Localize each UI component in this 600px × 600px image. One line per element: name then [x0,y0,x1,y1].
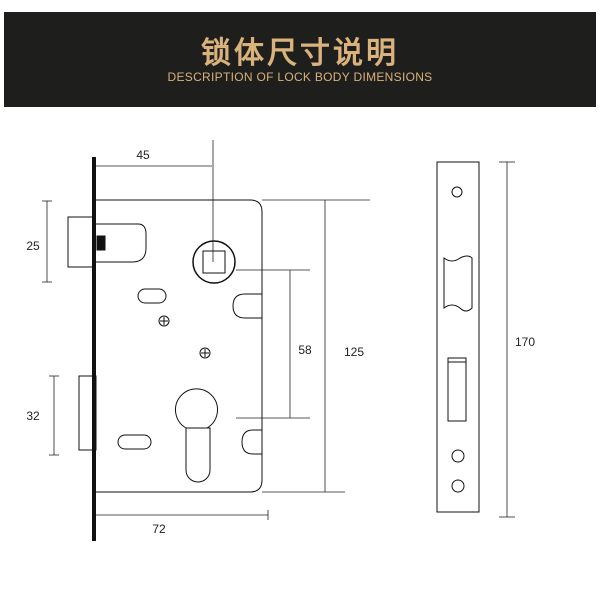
page-subtitle: DESCRIPTION OF LOCK BODY DIMENSIONS [167,70,433,84]
dim-label-bolt-height: 32 [26,409,40,423]
header-banner: 锁体尺寸说明 DESCRIPTION OF LOCK BODY DIMENSIO… [4,12,596,107]
faceplate [436,161,480,513]
slot-upper-left [137,288,167,304]
latch-stop [96,235,106,251]
slot-lower-right [241,429,262,455]
dim-label-backset: 45 [136,148,150,162]
screw-lower [199,347,211,359]
body-outline [96,199,263,493]
dim-label-latch-height: 25 [26,239,40,253]
deadbolt [78,375,97,451]
slot-lower-left [117,434,152,450]
faceplate-latch-opening [443,255,473,312]
faceplate-dimension [499,161,515,518]
spindle-square [202,250,226,274]
page-title: 锁体尺寸说明 [201,36,399,71]
dim-label-faceplate-height: 170 [515,335,535,349]
latch-bolt [67,216,96,268]
faceplate-outline [436,161,480,513]
dim-label-body-width: 72 [152,522,166,536]
spindle-hub [192,240,236,284]
latch-bolt-inner [96,223,147,263]
faceplate-bolt-opening [447,357,467,422]
screw-upper [158,315,170,327]
lock-body [67,157,263,541]
cylinder-hole [175,388,218,483]
faceplate-screw-hole-top [451,186,463,198]
dim-label-center-distance: 58 [298,343,312,357]
faceplate-screw-hole-mid [451,449,465,463]
faceplate-screw-hole-bottom [451,479,465,493]
dimension-lines [42,140,370,520]
dim-label-body-height: 125 [344,345,364,359]
slot-upper-right [232,293,262,319]
